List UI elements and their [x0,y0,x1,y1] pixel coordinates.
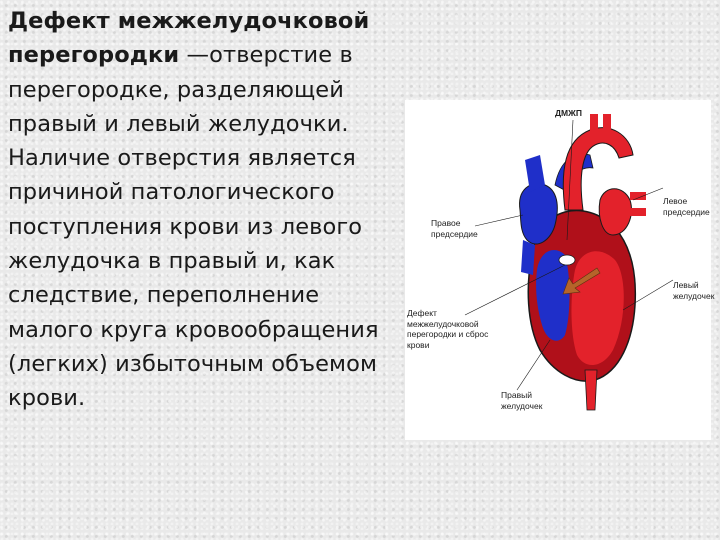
septal-defect [558,254,576,266]
leader-right-ventricle [516,339,551,391]
label-right-ventricle-line1: Правый [501,390,532,400]
label-right-ventricle-line2: желудочек [501,400,543,411]
aorta-branch-2 [603,114,611,134]
label-defect-line3: перегородки и сброс [407,329,489,339]
left-atrium [598,188,632,236]
leader-dmzhp [566,119,574,241]
shunt-arrow [562,267,601,295]
descending-aorta [584,369,598,411]
leader-left-atrium [632,187,664,201]
aorta-branch-1 [590,114,598,134]
label-right-atrium-line1: Правое [431,218,461,228]
heading-bold: Дефект межжелудочковой перегородки [8,8,370,69]
label-left-atrium: Левое предсердие [663,196,710,217]
label-defect-line2: межжелудочковой [407,318,479,329]
vena-cava [525,155,545,192]
label-left-atrium-line1: Левое [663,196,688,206]
leader-right-atrium [474,214,524,227]
label-defect-line1: Дефект [407,308,437,318]
pulmonary-vein-1 [630,192,646,200]
label-left-ventricle-line1: Левый [673,280,699,290]
leader-left-ventricle [622,279,674,311]
inferior-vena-cava [521,240,535,275]
heart-diagram: ДМЖП Правое предсердие Левое предсердие … [405,100,714,440]
pulmonary-vein-2 [630,208,646,216]
label-defect-line4: крови [407,339,430,350]
label-left-atrium-line2: предсердие [663,206,710,217]
heart-illustration [464,114,674,411]
label-left-ventricle: Левый желудочек [673,280,714,301]
heading-rest: —отверстие в перегородке, разделяющей пр… [8,42,379,412]
label-right-atrium: Правое предсердие [431,218,478,239]
leader-defect [464,264,566,316]
label-right-atrium-line2: предсердие [431,228,478,239]
label-right-ventricle: Правый желудочек [501,390,542,411]
description-text: Дефект межжелудочковой перегородки —отве… [8,4,408,416]
label-defect: Дефект межжелудочковой перегородки и сбр… [407,308,488,350]
label-left-ventricle-line2: желудочек [673,290,715,301]
label-dmzhp: ДМЖП [555,108,582,118]
right-ventricle [536,250,570,341]
